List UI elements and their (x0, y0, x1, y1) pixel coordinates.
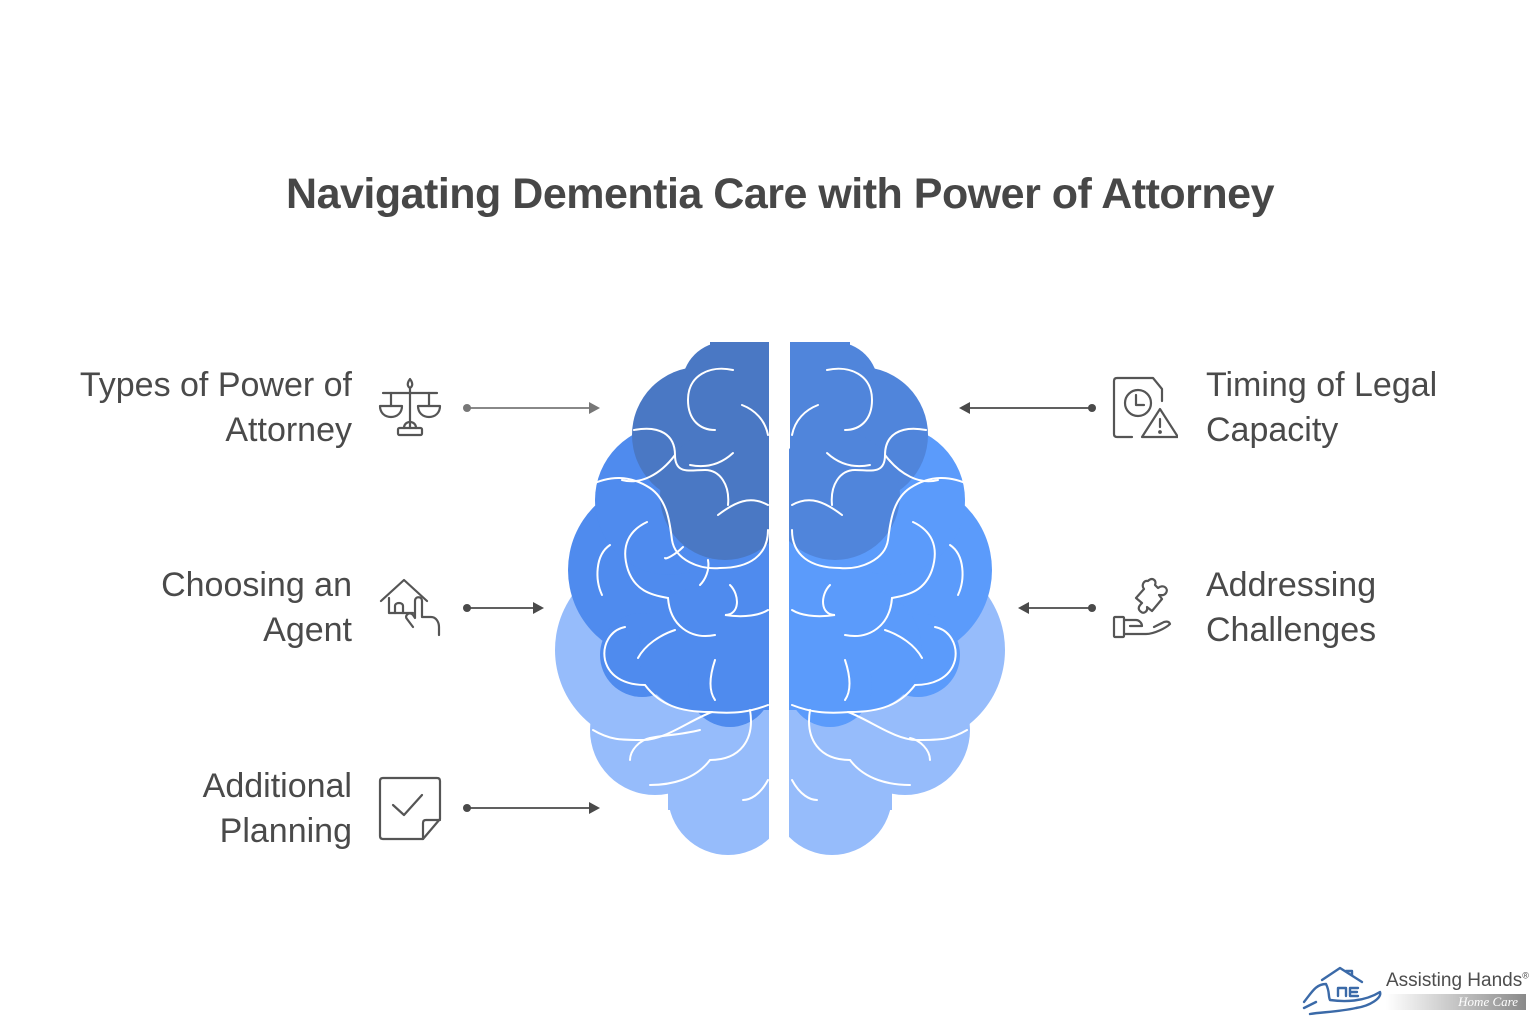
label-line: Addressing (1206, 566, 1377, 604)
arrow-agent-to-brain (462, 601, 546, 615)
arrow-planning-to-brain (462, 801, 602, 815)
hand-house-logo-icon (1302, 966, 1382, 1016)
arrow-timing-to-brain (957, 401, 1097, 415)
label-choosing-an-agent: Choosing an Agent (32, 563, 352, 653)
scales-of-justice-icon (375, 373, 445, 443)
label-timing-of-legal-capacity: Timing of Legal Capacity (1206, 363, 1526, 453)
house-hand-pointer-icon (375, 573, 445, 643)
page-title: Navigating Dementia Care with Power of A… (286, 170, 1274, 218)
document-clock-warning-icon (1108, 373, 1180, 443)
left-frontal-lobe (632, 342, 769, 560)
label-line: Additional (202, 767, 352, 805)
right-sulci (791, 367, 973, 801)
label-line: Attorney (225, 411, 352, 449)
hand-puzzle-piece-icon (1108, 573, 1178, 643)
label-line: Timing of Legal (1206, 366, 1438, 404)
right-hemisphere (789, 342, 1005, 855)
arrow-challenges-to-brain (1016, 601, 1097, 615)
brain-graphic (550, 330, 1010, 870)
logo-subtitle: Home Care (1386, 994, 1526, 1010)
label-line: Capacity (1206, 411, 1339, 449)
logo-wordmark: Assisting Hands® (1386, 970, 1529, 992)
logo-registered-mark: ® (1522, 970, 1529, 981)
label-line: Types of Power of (79, 366, 352, 404)
label-line: Planning (219, 812, 352, 850)
label-addressing-challenges: Addressing Challenges (1206, 563, 1526, 653)
label-additional-planning: Additional Planning (32, 764, 352, 854)
right-frontal-lobe (789, 342, 928, 560)
arrow-types-to-brain (462, 401, 602, 415)
label-line: Challenges (1206, 611, 1377, 649)
left-hemisphere (555, 342, 769, 855)
label-line: Agent (263, 611, 352, 649)
label-line: Choosing an (161, 566, 352, 604)
checked-note-icon (375, 773, 445, 843)
label-types-of-power-of-attorney: Types of Power of Attorney (32, 363, 352, 453)
logo-name: Assisting Hands (1386, 970, 1523, 991)
assisting-hands-logo: Assisting Hands® Home Care (1300, 960, 1536, 1020)
left-sulci (587, 367, 769, 801)
